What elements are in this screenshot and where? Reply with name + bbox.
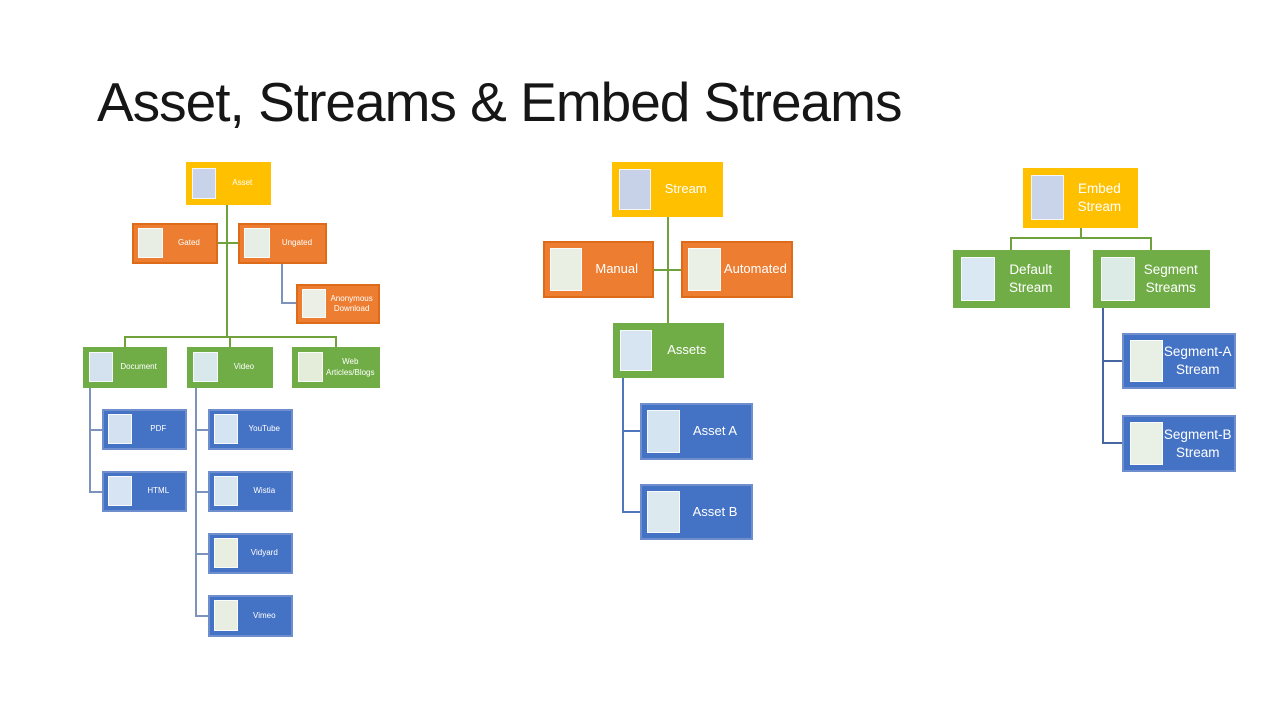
org-node-ungated[interactable]: Ungated <box>238 223 327 264</box>
connector-line <box>1010 237 1152 239</box>
connector-line <box>622 511 640 513</box>
picture-placeholder <box>193 352 218 383</box>
connector-line <box>89 429 102 431</box>
picture-placeholder <box>620 329 653 371</box>
org-node-label: Default Stream <box>1008 262 1053 295</box>
org-node-video[interactable]: Video <box>187 347 273 388</box>
org-node-default-stream[interactable]: Default Stream <box>953 250 1070 308</box>
org-node-label: HTML <box>147 486 170 496</box>
connector-line <box>195 615 208 617</box>
org-node-label: PDF <box>150 424 167 434</box>
org-node-gated[interactable]: Gated <box>132 223 218 264</box>
org-node-label: Segment-B Stream <box>1163 426 1232 460</box>
org-node-label: Automated <box>723 261 787 277</box>
connector-line <box>1102 360 1122 362</box>
picture-placeholder <box>302 289 326 319</box>
connector-line <box>218 242 238 244</box>
picture-placeholder <box>108 476 133 507</box>
org-node-automated[interactable]: Automated <box>681 241 793 298</box>
org-node-label: YouTube <box>248 424 280 434</box>
org-node-label: Vimeo <box>253 610 276 620</box>
connector-line <box>1010 237 1012 250</box>
picture-placeholder <box>619 168 652 210</box>
picture-placeholder <box>1129 421 1163 465</box>
picture-placeholder <box>138 228 163 259</box>
picture-placeholder <box>214 600 239 632</box>
connector-line <box>195 388 197 617</box>
picture-placeholder <box>647 490 681 533</box>
org-node-document[interactable]: Document <box>83 347 167 388</box>
org-node-manual[interactable]: Manual <box>543 241 654 298</box>
org-node-segment-streams[interactable]: Segment Streams <box>1093 250 1210 308</box>
picture-placeholder <box>960 256 995 301</box>
org-node-label: Asset B <box>692 503 738 519</box>
connector-line <box>195 553 208 555</box>
org-node-vidyard[interactable]: Vidyard <box>208 533 293 574</box>
org-node-html[interactable]: HTML <box>102 471 187 512</box>
connector-line <box>1080 228 1082 239</box>
org-node-stream[interactable]: Stream <box>612 162 723 217</box>
org-node-label: Assets <box>667 342 707 358</box>
org-node-label: Video <box>233 362 255 372</box>
connector-line <box>226 205 228 338</box>
connector-line <box>1150 237 1152 250</box>
org-node-vimeo[interactable]: Vimeo <box>208 595 293 637</box>
org-node-label: Ungated <box>281 238 313 248</box>
picture-placeholder <box>89 352 113 383</box>
org-node-label: Wistia <box>253 486 276 496</box>
connector-line <box>195 429 208 431</box>
org-node-label: Anonymous Download <box>330 293 373 313</box>
org-node-web-articles-blogs[interactable]: Web Articles/Blogs <box>292 347 380 388</box>
org-node-embed-stream[interactable]: Embed Stream <box>1023 168 1138 228</box>
org-node-label: Segment-A Stream <box>1163 344 1232 377</box>
picture-placeholder <box>1030 175 1064 221</box>
picture-placeholder <box>108 414 133 445</box>
connector-line <box>654 269 681 271</box>
org-node-label: Web Articles/Blogs <box>326 357 375 377</box>
picture-placeholder <box>1129 339 1163 382</box>
picture-placeholder <box>1100 256 1135 301</box>
org-node-label: Document <box>120 362 157 372</box>
picture-placeholder <box>192 167 217 200</box>
picture-placeholder <box>214 538 239 569</box>
org-node-label: Stream <box>664 181 707 197</box>
org-node-asset[interactable]: Asset <box>186 162 271 205</box>
org-node-pdf[interactable]: PDF <box>102 409 187 450</box>
org-node-segment-b-stream[interactable]: Segment-B Stream <box>1122 415 1236 472</box>
org-node-label: Asset A <box>692 423 738 439</box>
org-node-assets[interactable]: Assets <box>613 323 724 378</box>
connector-line <box>89 491 102 493</box>
connector-line <box>229 336 231 348</box>
connector-line <box>89 388 91 493</box>
org-node-label: Asset <box>232 178 253 188</box>
org-node-label: Manual <box>595 261 639 277</box>
connector-line <box>195 491 208 493</box>
connector-line <box>1102 308 1104 444</box>
org-node-label: Embed Stream <box>1077 181 1122 214</box>
org-node-anonymous-download[interactable]: Anonymous Download <box>296 284 380 324</box>
connector-line <box>281 302 296 304</box>
connector-line <box>622 430 640 432</box>
picture-placeholder <box>214 476 239 507</box>
org-node-asset-b[interactable]: Asset B <box>640 484 753 540</box>
picture-placeholder <box>550 247 583 291</box>
org-node-label: Gated <box>178 238 200 248</box>
picture-placeholder <box>647 409 681 453</box>
connector-line <box>335 336 337 348</box>
org-node-youtube[interactable]: YouTube <box>208 409 293 450</box>
org-node-label: Vidyard <box>250 548 278 558</box>
connector-line <box>622 378 624 512</box>
slide-title[interactable]: Asset, Streams & Embed Streams <box>97 71 902 133</box>
org-node-wistia[interactable]: Wistia <box>208 471 293 512</box>
picture-placeholder <box>214 414 239 445</box>
picture-placeholder <box>244 228 270 259</box>
connector-line <box>281 263 283 304</box>
connector-line <box>1102 442 1122 444</box>
org-node-asset-a[interactable]: Asset A <box>640 403 753 460</box>
org-node-label: Segment Streams <box>1143 262 1198 295</box>
connector-line <box>124 336 126 348</box>
picture-placeholder <box>688 247 721 291</box>
org-node-segment-a-stream[interactable]: Segment-A Stream <box>1122 333 1236 389</box>
picture-placeholder <box>298 352 324 383</box>
